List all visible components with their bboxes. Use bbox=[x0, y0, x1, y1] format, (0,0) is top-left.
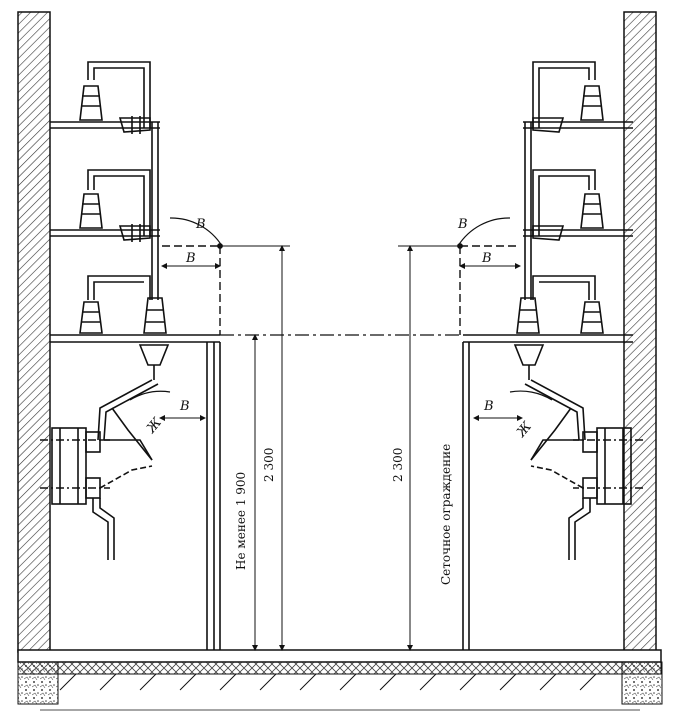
label-clearance-low-left: В bbox=[179, 399, 190, 414]
label-clearance-mid-left: В bbox=[185, 251, 196, 266]
left-clearance-zone bbox=[129, 217, 223, 421]
right-switchgear bbox=[462, 61, 643, 650]
label-clearance-low-right: В bbox=[483, 399, 494, 414]
floor-slab bbox=[17, 649, 663, 711]
label-clearance-top-right: В bbox=[457, 217, 468, 232]
insulator bbox=[79, 85, 103, 121]
dimension-2300-left: 2 300 bbox=[262, 448, 276, 482]
insulator bbox=[118, 116, 151, 134]
label-rotation-right: Ж bbox=[513, 419, 535, 441]
dimension-2300-right: 2 300 bbox=[391, 448, 405, 482]
insulator bbox=[79, 193, 103, 229]
label-clearance-top-left: В bbox=[195, 217, 206, 232]
insulator bbox=[118, 224, 151, 242]
right-wall bbox=[623, 11, 657, 653]
left-wall bbox=[17, 11, 51, 653]
label-clearance-mid-right: В bbox=[481, 251, 492, 266]
left-switchgear bbox=[40, 61, 221, 650]
insulator bbox=[143, 297, 167, 334]
right-clearance-zone bbox=[457, 217, 553, 421]
mesh-fence-label: Сеточное ограждение bbox=[439, 444, 453, 585]
insulator bbox=[79, 301, 103, 334]
dimension-min-1900: Не менее 1 900 bbox=[234, 472, 248, 570]
dimension-lines bbox=[222, 245, 458, 651]
